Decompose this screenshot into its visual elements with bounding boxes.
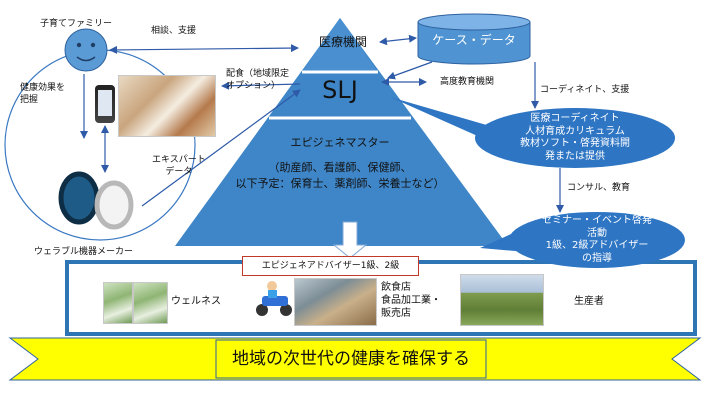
pyramid-top-tier xyxy=(302,18,378,72)
wellness-photo-1 xyxy=(103,282,133,324)
consult-education-label: コンサル、教育 xyxy=(567,183,631,193)
food-shop-photo xyxy=(294,278,377,326)
wearable-band-dark xyxy=(58,171,100,225)
consult-support-label: 相談、支援 xyxy=(151,26,197,36)
coordinate-support-label: コーディネイト、支援 xyxy=(540,85,630,95)
producer-label: 生産者 xyxy=(574,296,604,307)
wellness-label: ウェルネス xyxy=(171,296,221,307)
scooter-icon xyxy=(256,281,292,316)
seminar-bubble-text: セミナー・イベント啓発 活動 1級、2級アドバイザー の指導 xyxy=(542,215,652,264)
higher-education-label: 高度教育機関 xyxy=(440,77,495,87)
case-data-label: ケース・データ xyxy=(432,33,516,47)
banner-text: 地域の次世代の健康を確保する xyxy=(232,349,470,369)
down-arrow xyxy=(332,221,368,259)
coordinate-bubble xyxy=(475,108,675,168)
coordinate-bubble-text: 医療コーディネイト 人材育成カリキュラム 教材ソフト・啓発資料開 発または提供 xyxy=(520,113,630,162)
expert-data-label: エキスパート データ xyxy=(152,155,206,177)
epigene-master-detail: （助産師、看護師、保健師、 以下予定：保育士、薬剤師、栄養士など） xyxy=(235,161,445,190)
advisor-box: エピジェネアドバイザー1級、2級 xyxy=(242,256,419,276)
producer-field-photo xyxy=(460,274,544,326)
smartphone-icon xyxy=(95,85,115,123)
slj-label: SLJ xyxy=(322,76,358,104)
health-effect-label: 健康効果を 把握 xyxy=(20,83,66,105)
seminar-bubble xyxy=(509,212,685,268)
family-face-icon xyxy=(64,28,108,72)
delivery-label: 配食（地域限定 オプション） xyxy=(226,69,290,91)
wellness-photo-2 xyxy=(133,282,168,324)
epigene-master-label: エピジェネマスター xyxy=(290,136,390,149)
meal-photo xyxy=(118,75,216,137)
food-business-label: 飲食店 食品加工業・ 販売店 xyxy=(381,282,441,319)
wearable-band-light xyxy=(94,180,134,230)
wearable-maker-label: ウェラブル機器メーカー xyxy=(34,247,134,257)
pyramid-base xyxy=(175,18,508,246)
medical-institution-label: 医療機関 xyxy=(318,35,367,49)
case-data-cylinder xyxy=(417,13,531,31)
family-label: 子育てファミリー xyxy=(40,19,113,29)
